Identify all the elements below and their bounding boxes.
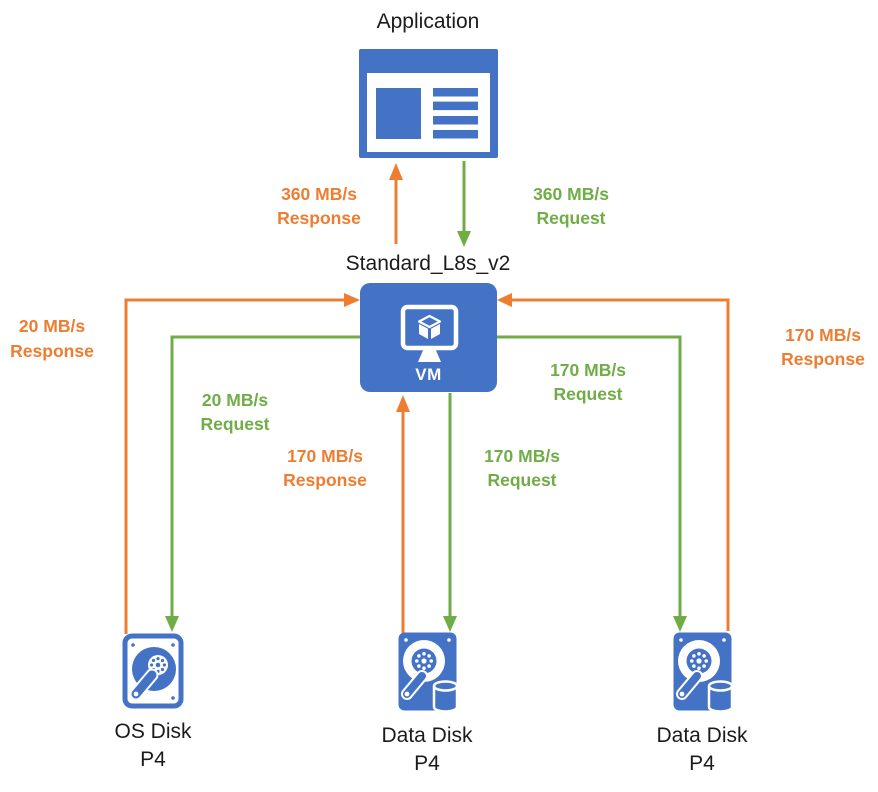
flow-os-response-arrow (124, 293, 360, 634)
flow-kind: Response (10, 341, 94, 361)
vm-node: VM (360, 283, 497, 392)
database-cylinder-icon (432, 680, 459, 713)
vm-badge: VM (415, 365, 442, 384)
data-disk-2-icon (672, 631, 734, 717)
flow-data2-request-arrow (497, 335, 687, 632)
flow-label-app-response: 360 MB/s Response (249, 182, 389, 230)
vm-size-label: Standard_L8s_v2 (345, 252, 511, 275)
os-disk-icon (122, 633, 184, 714)
flow-kind: Response (781, 349, 865, 369)
flow-label-os-response: 20 MB/s Response (0, 314, 104, 364)
data-disk-1-label: Data Disk P4 (357, 722, 497, 778)
application-icon (359, 49, 498, 163)
flow-rate: 20 MB/s (201, 390, 269, 410)
database-cylinder-icon (707, 680, 734, 713)
flow-label-data1-request: 170 MB/s Request (452, 444, 592, 492)
flow-kind: Response (277, 208, 361, 228)
flow-rate: 170 MB/s (550, 360, 626, 380)
os-disk-label: OS Disk P4 (83, 718, 223, 774)
disk-name: Data Disk (656, 724, 748, 747)
flow-data2-response-arrow (497, 293, 730, 631)
flow-rate: 170 MB/s (287, 446, 363, 466)
flow-app-response-arrow (389, 163, 403, 244)
flow-rate: 170 MB/s (484, 446, 560, 466)
flow-rate: 20 MB/s (18, 316, 86, 336)
flow-kind: Response (283, 470, 367, 490)
disk-name: Data Disk (381, 724, 473, 747)
flow-rate: 360 MB/s (533, 184, 609, 204)
data-disk-2-label: Data Disk P4 (632, 722, 772, 778)
flow-label-app-request: 360 MB/s Request (501, 182, 641, 230)
flow-rate: 360 MB/s (281, 184, 357, 204)
flow-data1-request-arrow (443, 393, 457, 632)
flow-kind: Request (200, 414, 270, 434)
flow-label-data1-response: 170 MB/s Response (255, 444, 395, 492)
monitor-icon (400, 304, 459, 362)
flow-label-data2-response: 170 MB/s Response (755, 323, 878, 371)
disk-tier: P4 (414, 752, 440, 775)
application-label: Application (376, 10, 480, 33)
flow-app-request-arrow (457, 161, 471, 247)
flow-rate: 170 MB/s (785, 325, 861, 345)
disk-name: OS Disk (114, 720, 192, 743)
flow-label-os-request: 20 MB/s Request (165, 388, 305, 436)
flow-kind: Request (487, 470, 557, 490)
cube-icon (417, 314, 442, 339)
disk-tier: P4 (689, 752, 715, 775)
disk-tier: P4 (140, 748, 166, 771)
flow-kind: Request (536, 208, 606, 228)
flow-os-request-arrow (165, 335, 360, 632)
flow-kind: Request (553, 384, 623, 404)
data-disk-1-icon (397, 631, 459, 717)
flow-label-data2-request: 170 MB/s Request (518, 358, 658, 406)
flow-data1-response-arrow (396, 395, 410, 634)
